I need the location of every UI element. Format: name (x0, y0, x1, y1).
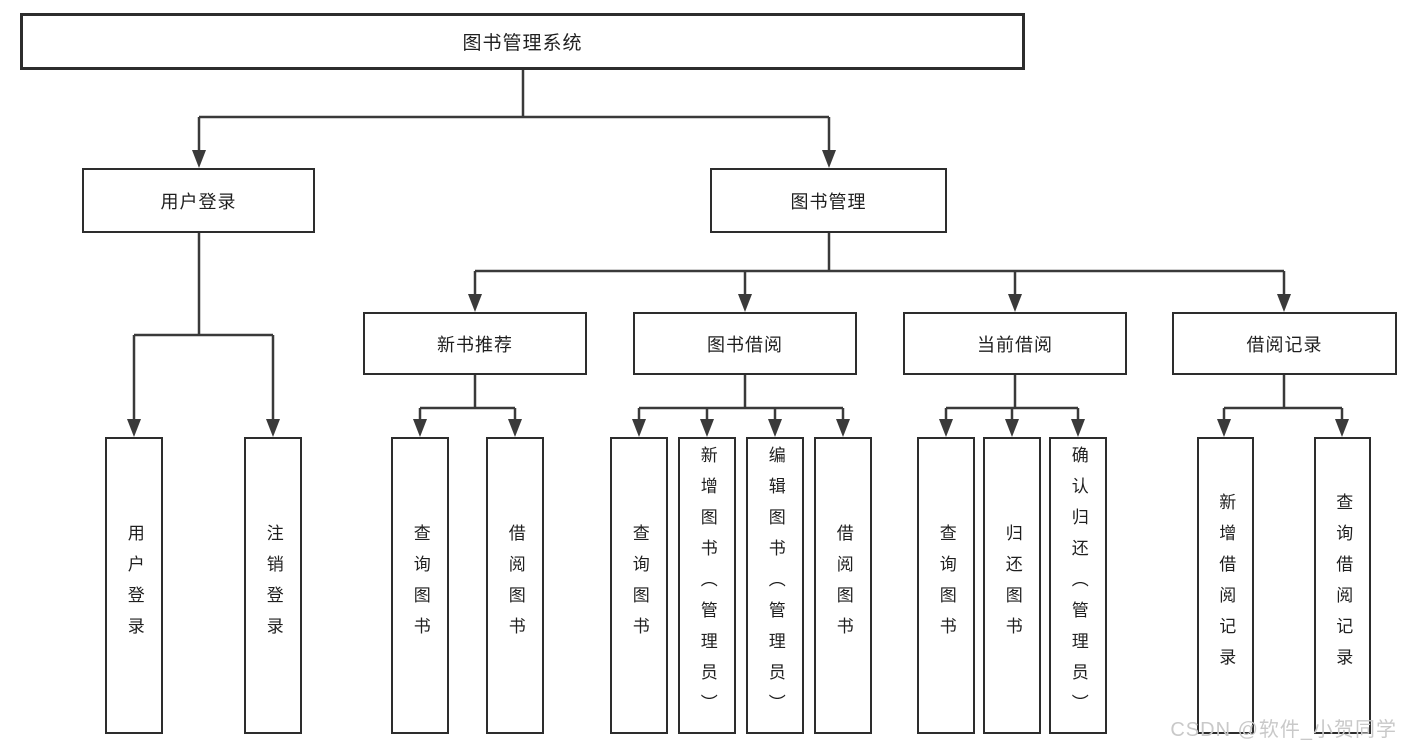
leaf-borrow-books-label: 借阅图书 (833, 523, 853, 648)
leaf-query-books-current-label: 查询图书 (936, 523, 956, 648)
leaf-borrow-books-recommend: 借阅图书 (486, 437, 544, 734)
node-root-label: 图书管理系统 (462, 33, 583, 54)
leaf-add-borrow-record-label: 新增借阅记录 (1216, 492, 1236, 679)
node-new-book-recommend-label: 新书推荐 (437, 334, 513, 355)
leaf-add-book-admin: 新增图书（管理员） (678, 437, 736, 734)
node-book-borrow-label: 图书借阅 (707, 334, 783, 355)
leaf-confirm-return-admin: 确认归还（管理员） (1049, 437, 1107, 734)
leaf-user-login-label: 用户登录 (124, 523, 144, 648)
node-current-borrow-label: 当前借阅 (977, 334, 1053, 355)
node-book-borrow: 图书借阅 (633, 312, 857, 375)
node-borrow-records-label: 借阅记录 (1246, 334, 1323, 355)
leaf-add-borrow-record: 新增借阅记录 (1197, 437, 1254, 734)
leaf-query-books-recommend: 查询图书 (391, 437, 449, 734)
leaf-query-books-borrow: 查询图书 (610, 437, 668, 734)
leaf-query-books-borrow-label: 查询图书 (629, 523, 649, 648)
node-new-book-recommend: 新书推荐 (363, 312, 587, 375)
leaf-borrow-books: 借阅图书 (814, 437, 872, 734)
node-root: 图书管理系统 (20, 13, 1025, 70)
node-current-borrow: 当前借阅 (903, 312, 1127, 375)
leaf-edit-book-admin: 编辑图书（管理员） (746, 437, 804, 734)
node-book-management: 图书管理 (710, 168, 947, 233)
leaf-query-books-recommend-label: 查询图书 (410, 523, 430, 648)
csdn-watermark: CSDN @软件_小贺同学 (1170, 719, 1397, 741)
node-borrow-records: 借阅记录 (1172, 312, 1397, 375)
leaf-borrow-books-recommend-label: 借阅图书 (505, 523, 525, 648)
leaf-query-books-current: 查询图书 (917, 437, 975, 734)
leaf-user-login: 用户登录 (105, 437, 163, 734)
node-user-login-label: 用户登录 (160, 191, 237, 212)
leaf-confirm-return-admin-label: 确认归还（管理员） (1068, 446, 1088, 725)
leaf-return-book-label: 归还图书 (1002, 523, 1022, 648)
leaf-logout-label: 注销登录 (263, 523, 283, 648)
node-book-management-label: 图书管理 (790, 191, 867, 212)
leaf-query-borrow-record: 查询借阅记录 (1314, 437, 1371, 734)
leaf-query-borrow-record-label: 查询借阅记录 (1333, 492, 1353, 679)
leaf-edit-book-admin-label: 编辑图书（管理员） (765, 446, 785, 725)
leaf-return-book: 归还图书 (983, 437, 1041, 734)
node-user-login: 用户登录 (82, 168, 315, 233)
leaf-add-book-admin-label: 新增图书（管理员） (697, 446, 717, 725)
leaf-logout: 注销登录 (244, 437, 302, 734)
